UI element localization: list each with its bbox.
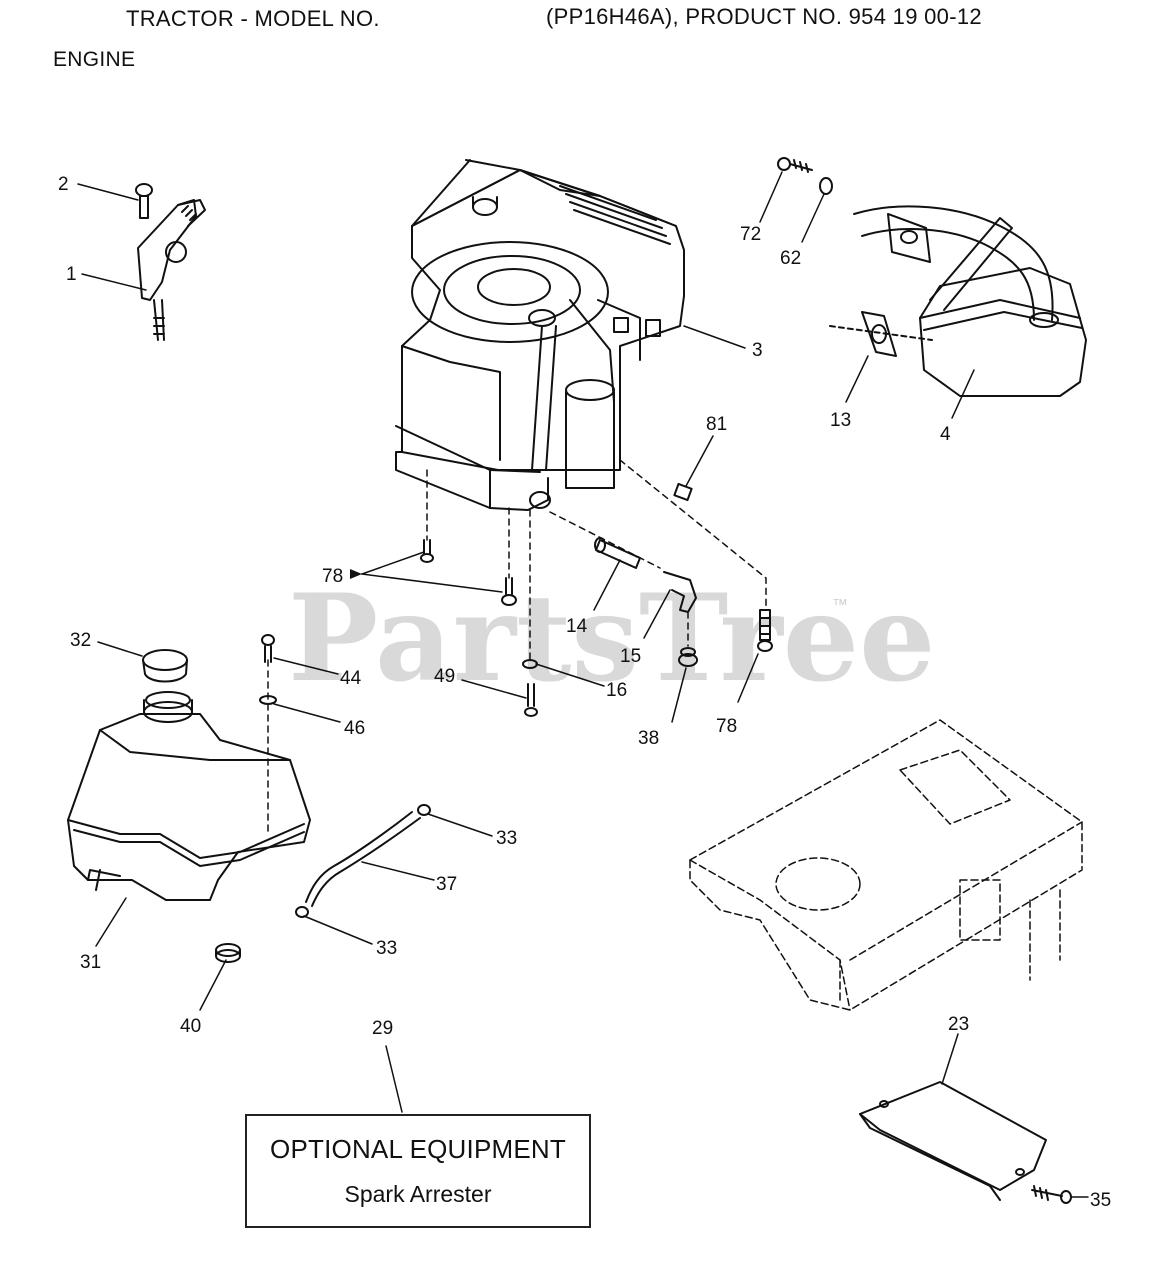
leader-lines <box>77 171 1089 1198</box>
fuel-cap-part <box>142 649 188 683</box>
chassis-frame <box>689 719 1083 1011</box>
callout-37: 37 <box>436 874 457 895</box>
optional-equipment-box: OPTIONAL EQUIPMENT Spark Arrester <box>245 1114 591 1228</box>
watermark-text: PartsTree <box>288 568 935 709</box>
callout-13: 13 <box>830 410 851 431</box>
fuel-hose-part <box>295 804 431 918</box>
model-title: TRACTOR - MODEL NO. <box>126 6 380 31</box>
callout-4: 4 <box>940 424 951 445</box>
callout-23: 23 <box>948 1014 969 1035</box>
callout-1: 1 <box>66 264 77 285</box>
watermark-trademark: ™ <box>832 597 848 614</box>
engine-part <box>395 159 685 511</box>
callout-2: 2 <box>58 174 69 195</box>
product-number-title: (PP16H46A), PRODUCT NO. 954 19 00-12 <box>546 4 982 29</box>
grommet-part <box>678 647 698 667</box>
fuel-tank-part <box>67 691 311 901</box>
callout-33-bottom: 33 <box>376 938 397 959</box>
callout-16: 16 <box>606 680 627 701</box>
heat-shield-part <box>859 1081 1047 1201</box>
shield-screw-part <box>1031 1185 1072 1204</box>
engine-bolt-part <box>420 539 773 652</box>
callout-40: 40 <box>180 1016 201 1037</box>
callout-35: 35 <box>1090 1190 1111 1211</box>
tank-washer-part <box>259 695 277 705</box>
callout-62: 62 <box>780 248 801 269</box>
callout-46: 46 <box>344 718 365 739</box>
callout-78-top: 78 <box>322 566 343 587</box>
callout-49: 49 <box>434 666 455 687</box>
callout-78-bottom: 78 <box>716 716 737 737</box>
bolt-49-part <box>524 683 538 717</box>
tank-screw-part <box>261 634 275 663</box>
callout-72: 72 <box>740 224 761 245</box>
callout-32: 32 <box>70 630 91 651</box>
muffler-bolt-part <box>777 157 833 195</box>
muffler-part <box>853 205 1087 397</box>
callout-31: 31 <box>80 952 101 973</box>
nut-part <box>673 482 693 502</box>
callout-3: 3 <box>752 340 763 361</box>
callout-29: 29 <box>372 1018 393 1039</box>
callout-44: 44 <box>340 668 362 689</box>
callout-81: 81 <box>706 414 727 435</box>
assembly-guide-lines <box>267 459 767 837</box>
callout-38: 38 <box>638 728 659 749</box>
spark-arrester-label: Spark Arrester <box>344 1181 492 1207</box>
gasket-part <box>829 311 933 357</box>
optional-equipment-title: OPTIONAL EQUIPMENT <box>270 1134 566 1164</box>
callout-33-top: 33 <box>496 828 517 849</box>
section-title: ENGINE <box>53 48 136 71</box>
callout-15: 15 <box>620 646 641 667</box>
throttle-control-part <box>135 183 206 341</box>
tank-grommet-part <box>215 943 241 963</box>
callout-labels: 2 1 3 72 62 13 4 81 78 14 15 16 49 38 78… <box>58 174 1111 1211</box>
callout-14: 14 <box>566 616 588 637</box>
